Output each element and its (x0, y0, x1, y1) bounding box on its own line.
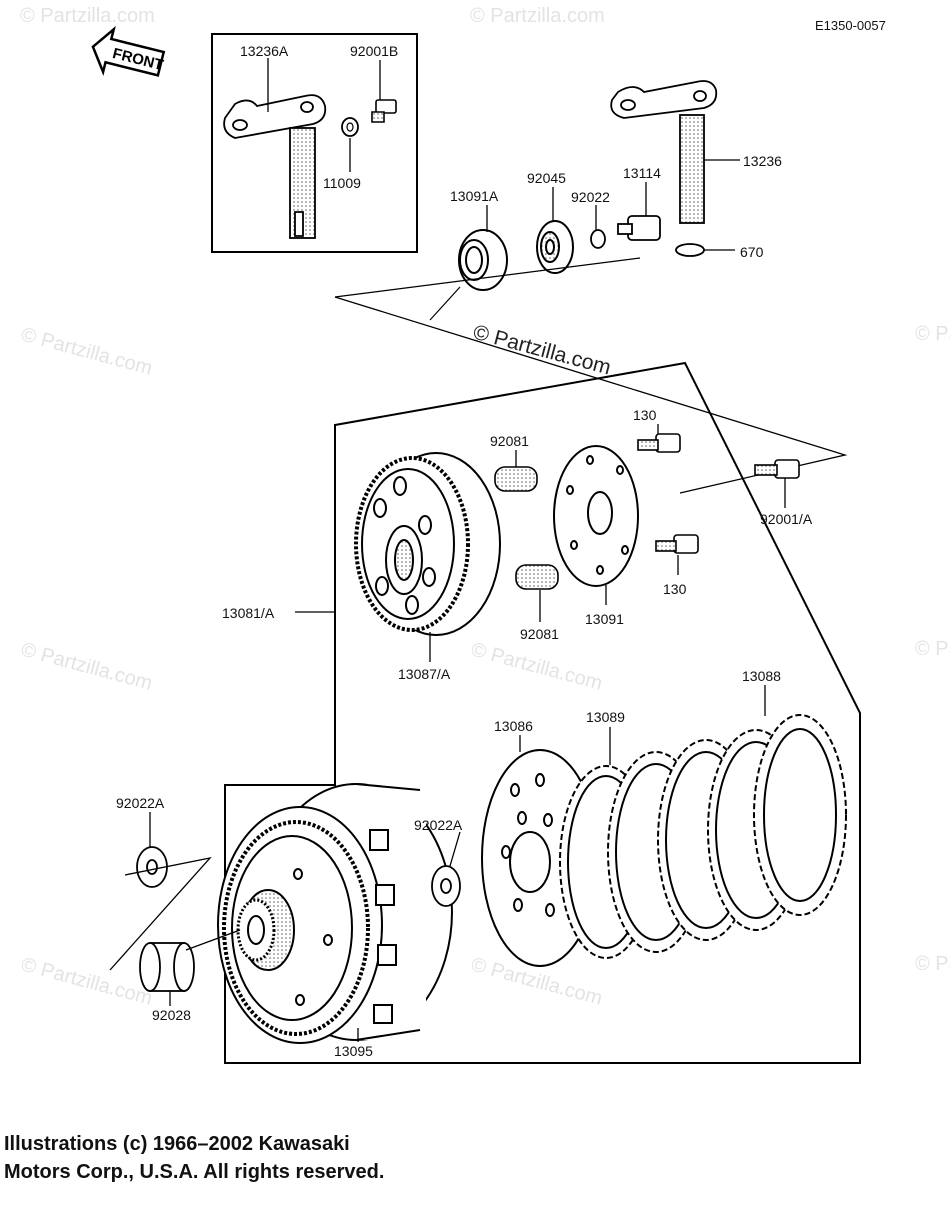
clutch-hub (354, 452, 501, 636)
watermark: © Partzilla.com (19, 639, 155, 695)
pushrod-icon (617, 215, 661, 241)
main-watermark: © Partzilla.com (471, 321, 614, 380)
watermark: © Partzilla.com (469, 639, 605, 695)
bearing-13091a (458, 229, 508, 291)
pressure-plate (553, 445, 639, 587)
clutch-plate-stack (559, 714, 847, 959)
diagram-code: E1350-0057 (815, 18, 886, 33)
part-label: 130 (633, 407, 657, 423)
spring-icon (494, 466, 559, 590)
washer-icon (675, 243, 705, 257)
bolt-icon (754, 459, 800, 479)
watermark: © Partzilla.com (19, 954, 155, 1010)
copyright-line-1: Illustrations (c) 1966–2002 Kawasaki (4, 1133, 350, 1155)
part-label: 13086 (494, 718, 533, 734)
part-label: 13236 (743, 153, 782, 169)
part-label: 92022 (571, 189, 610, 205)
part-label: 11009 (323, 175, 361, 191)
part-label: 13091 (585, 611, 624, 627)
part-label: 13081/A (222, 605, 275, 621)
part-label: 92081 (520, 626, 559, 642)
shift-shaft-inset (223, 94, 327, 239)
part-labels: 13236A 92001B 11009 13236 13091A 92045 9… (116, 43, 813, 1059)
part-label: 92022A (414, 817, 463, 833)
leader-lines (149, 58, 786, 1042)
part-label: 92081 (490, 433, 529, 449)
watermark: © Partzilla.com (19, 324, 155, 380)
watermark: © Partzilla.com (470, 5, 605, 27)
part-label: 13091A (450, 188, 499, 204)
watermark: © Partzilla.com (20, 5, 155, 27)
part-label: 13236A (240, 43, 289, 59)
part-label: 670 (740, 244, 764, 260)
part-label: 92022A (116, 795, 165, 811)
washer-icon (431, 865, 461, 907)
part-label: 130 (663, 581, 687, 597)
watermark: © Partzilla.com (915, 953, 950, 975)
bolt-icon (655, 534, 699, 554)
part-label: 92045 (527, 170, 566, 186)
sleeve-icon (139, 942, 195, 992)
clutch-assembly-boundary (224, 361, 861, 1064)
part-label: 92001/A (760, 511, 813, 527)
bolt-icon (637, 433, 681, 453)
part-label: 92028 (152, 1007, 191, 1023)
part-label: 92001B (350, 43, 398, 59)
front-arrow-icon: FRONT (91, 25, 166, 77)
bolt-icon (371, 99, 397, 123)
part-label: 13088 (742, 668, 781, 684)
watermark: © Partzilla.com (915, 638, 950, 660)
washer-icon (590, 229, 606, 249)
shift-shaft (610, 80, 718, 224)
copyright-line-2: Motors Corp., U.S.A. All rights reserved… (4, 1161, 385, 1183)
watermark: © Partzilla.com (915, 323, 950, 345)
part-label: 13087/A (398, 666, 451, 682)
part-label: 13089 (586, 709, 625, 725)
ball-bearing-icon (536, 220, 574, 274)
inset-box (211, 33, 418, 253)
clutch-housing (217, 783, 453, 1044)
part-label: 13095 (334, 1043, 373, 1059)
part-label: 13114 (623, 165, 661, 181)
